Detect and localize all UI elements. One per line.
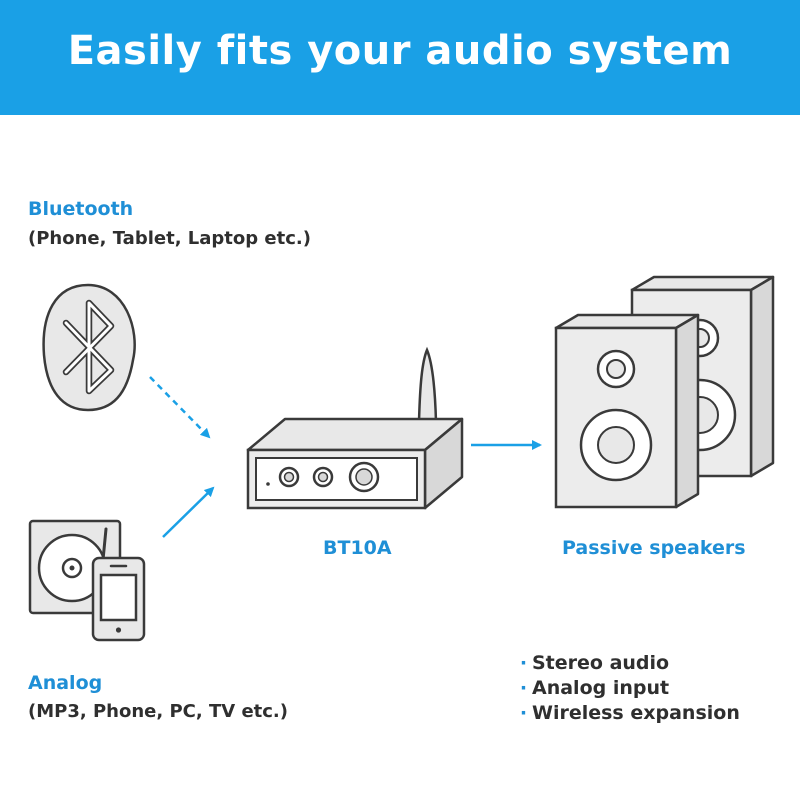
analog-devices-label: (MP3, Phone, PC, TV etc.) [28, 701, 288, 722]
analog-label: Analog [28, 672, 103, 694]
bluetooth-devices-label: (Phone, Tablet, Laptop etc.) [28, 228, 311, 249]
bluetooth-arrow [149, 376, 211, 439]
bluetooth-label: Bluetooth [28, 198, 134, 220]
feature-list: ·Stereo audio ·Analog input ·Wireless ex… [515, 651, 740, 726]
turntable-phone-icon [28, 519, 146, 642]
amplifier-label: BT10A [323, 537, 392, 559]
feature-text: Stereo audio [532, 652, 670, 674]
speakers-icon [554, 275, 775, 509]
page-title: Easily fits your audio system [67, 28, 733, 74]
bluetooth-icon [42, 283, 136, 412]
analog-arrow [162, 486, 215, 538]
header-banner: Easily fits your audio system [0, 0, 800, 115]
amplifier-icon [246, 346, 464, 510]
feature-bullet: · [519, 702, 528, 724]
feature-item: ·Stereo audio [515, 651, 740, 676]
connection-arrows [149, 376, 542, 538]
feature-bullet: · [519, 677, 528, 699]
feature-text: Wireless expansion [532, 702, 740, 724]
feature-bullet: · [519, 652, 528, 674]
speakers-label: Passive speakers [562, 537, 746, 559]
feature-item: ·Wireless expansion [515, 701, 740, 726]
feature-text: Analog input [532, 677, 670, 699]
feature-item: ·Analog input [515, 676, 740, 701]
